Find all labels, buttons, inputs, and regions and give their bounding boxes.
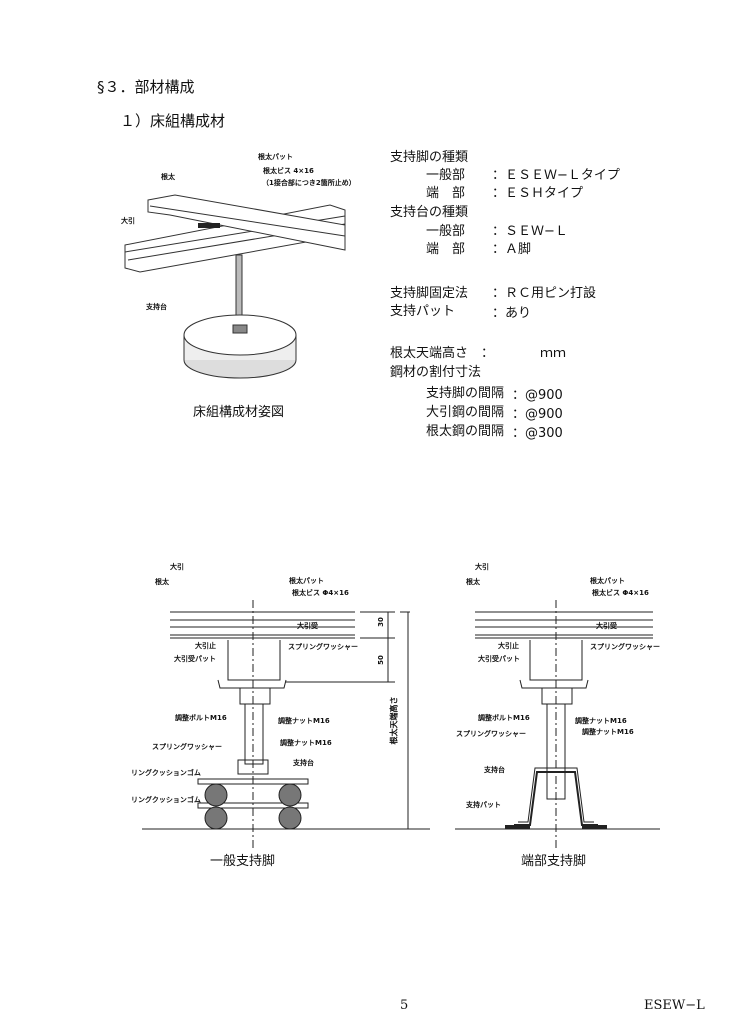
iso-caption: 床組構成材姿図 (193, 405, 285, 420)
iso-label-screw-note: （1接合部につき2箇所止め） (262, 179, 356, 187)
dimension-50: 50 (376, 655, 385, 665)
label-adjust-bolt: 調整ボルトM16 (478, 714, 530, 722)
leg-general-value: ：ＥＳＥＷ−Ｌタイプ (492, 168, 620, 183)
leg-end-value: ：ＥＳＨタイプ (492, 186, 584, 201)
spacing-value: ：@900 (512, 407, 563, 422)
fix-label: 支持脚固定法 (390, 286, 469, 301)
leg-end-label: 端 部 (426, 186, 466, 201)
iso-label-support-base: 支持台 (146, 303, 167, 311)
fix-value: ：ＲＣ用ピン打設 (492, 286, 597, 301)
base-general-value: ：ＳＥＷ−Ｌ (492, 224, 568, 239)
base-end-label: 端 部 (426, 242, 466, 257)
label-beam-stop: 大引止 (498, 642, 519, 650)
label-adjust-nut: 調整ナットM16 (280, 739, 332, 747)
subsection-title: １）床組構成材 (120, 112, 226, 130)
iso-label-joist-pad: 根太パット (258, 153, 293, 161)
label-spring-washer: スプリングワッシャー (152, 743, 222, 751)
spacing-label: 大引鋼の間隔 (426, 405, 505, 420)
spacing-label: 根太鋼の間隔 (426, 424, 505, 439)
pad-value: ：あり (492, 306, 532, 321)
document-code: ESEW−L (644, 998, 705, 1013)
label-joist-pad: 根太パット (289, 577, 324, 585)
label-joist: 根太 (466, 578, 480, 586)
label-ring-cushion: リングクッションゴム (131, 796, 201, 804)
spacing-value: ：@900 (512, 388, 563, 403)
caption-general-leg: 一般支持脚 (210, 854, 276, 869)
label-beam: 大引 (170, 563, 184, 571)
label-spring-washer-top: スプリングワッシャー (288, 643, 358, 651)
label-spring-washer: スプリングワッシャー (456, 730, 526, 738)
section-title: §３．部材構成 (97, 78, 195, 96)
pad-label: 支持パット (390, 304, 456, 319)
spacing-value: ：@300 (512, 426, 563, 441)
label-joist-screw: 根太ビス Φ4×16 (592, 589, 649, 597)
spacing-title: 鋼材の割付寸法 (390, 365, 482, 380)
label-support-pad: 支持パット (466, 801, 501, 809)
label-support-base: 支持台 (484, 766, 505, 774)
label-ring-cushion: リングクッションゴム (131, 769, 201, 777)
label-adjust-nut: 調整ナットM16 (582, 728, 634, 736)
label-beam: 大引 (475, 563, 489, 571)
dimension-30: 30 (376, 617, 385, 627)
label-beam-stop: 大引止 (195, 642, 216, 650)
label-beam-receiver: 大引受 (596, 622, 617, 630)
iso-label-joist-screw: 根太ビス 4×16 (263, 167, 314, 175)
spacing-label: 支持脚の間隔 (426, 386, 505, 401)
height-label: 根太天端高さ ： (390, 346, 495, 361)
height-unit: ｍｍ (540, 346, 567, 361)
caption-end-leg: 端部支持脚 (521, 854, 587, 869)
leg-general-label: 一般部 (426, 168, 466, 183)
label-joist-pad: 根太パット (590, 577, 625, 585)
label-beam-receiver: 大引受 (297, 622, 318, 630)
label-adjust-nut: 調整ナットM16 (278, 717, 330, 725)
label-support-base: 支持台 (293, 759, 314, 767)
label-adjust-nut: 調整ナットM16 (575, 717, 627, 725)
page-number: 5 (400, 998, 409, 1013)
base-end-value: ：Ａ脚 (492, 242, 532, 257)
dimension-joist-top-height: 根太天端高さ (389, 696, 399, 745)
iso-label-beam: 大引 (121, 217, 135, 225)
base-type-title: 支持台の種類 (390, 205, 469, 220)
label-joist-screw: 根太ビス Φ4×16 (292, 589, 349, 597)
label-adjust-bolt: 調整ボルトM16 (175, 714, 227, 722)
label-beam-receiver-pad: 大引受パット (478, 655, 520, 663)
leg-type-title: 支持脚の種類 (390, 150, 469, 165)
label-spring-washer-top: スプリングワッシャー (590, 643, 660, 651)
label-beam-receiver-pad: 大引受パット (174, 655, 216, 663)
base-general-label: 一般部 (426, 224, 466, 239)
label-joist: 根太 (155, 578, 169, 586)
iso-label-joist: 根太 (161, 173, 175, 181)
